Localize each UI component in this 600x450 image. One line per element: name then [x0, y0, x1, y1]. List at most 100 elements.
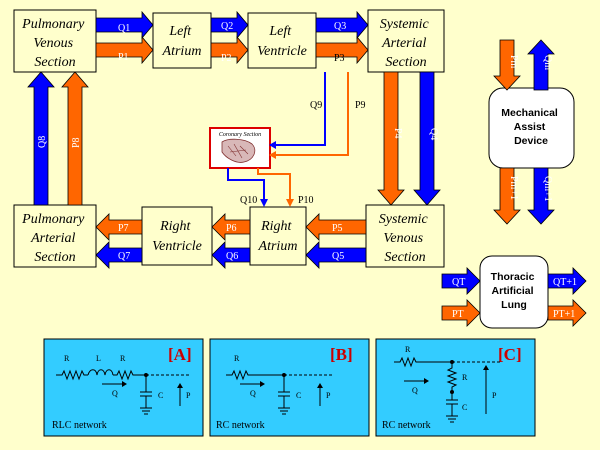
panel-c-q-label: Q	[412, 386, 418, 395]
pulmonary-arterial-box	[13, 204, 97, 268]
q9-line	[270, 72, 326, 146]
pulmonary-venous-box	[13, 9, 97, 73]
panel-a-resistor-1	[56, 369, 88, 381]
q7-label: Q7	[118, 251, 130, 262]
p1-arrow	[95, 35, 154, 65]
systemic-arterial-label: Systemic Arterial Section	[380, 17, 432, 70]
panel-b-r-label: R	[234, 354, 240, 363]
pm1-label: Pm+1	[508, 176, 519, 200]
panel-a-q-label: Q	[112, 389, 118, 398]
q5-label: Q5	[332, 251, 344, 262]
systemic-venous-box	[365, 204, 445, 268]
panel-b-c-label: C	[296, 391, 301, 400]
q8-label: Q8	[37, 136, 48, 148]
p6-label: P6	[226, 223, 237, 234]
right-atrium-box	[249, 206, 307, 266]
q10-label: Q10	[240, 195, 257, 206]
q2-label: Q2	[221, 21, 233, 32]
panel-c-background	[375, 338, 536, 437]
systemic-venous-label: Systemic Venous Section	[379, 212, 431, 265]
panel-b-title: RC network	[216, 420, 265, 431]
p2-arrow	[210, 35, 249, 65]
panel-a-resistor-2	[113, 369, 146, 381]
qm1-arrow	[527, 167, 555, 225]
q9-label: Q9	[310, 100, 322, 111]
p7-arrow	[95, 213, 143, 241]
coronary-section-label: Coronary Section	[219, 132, 261, 138]
p1-label: P1	[118, 52, 129, 63]
pulmonary-arterial-label: Pulmonary Arterial Section	[21, 212, 88, 265]
p5-arrow	[305, 213, 367, 241]
qt-label: QT	[452, 277, 465, 288]
p5-label: P5	[332, 223, 343, 234]
q10-line	[227, 168, 265, 200]
panel-a-tag: [A]	[168, 345, 192, 364]
panel-c-tag: [C]	[498, 345, 522, 364]
panel-c-r1-label: R	[405, 345, 411, 354]
p10-line	[257, 168, 291, 200]
qm-label: Qm	[542, 55, 553, 70]
right-ventricle-box	[141, 206, 213, 266]
panel-a-l-label: L	[96, 354, 101, 363]
q1-arrow	[95, 10, 154, 40]
pt1-arrow	[547, 299, 587, 327]
rc-network-panel-c: [C] RC network R R Q C P	[375, 338, 536, 437]
panel-a-title: RLC network	[52, 420, 107, 431]
rc-network-panel-b: [B] RC network R Q C P	[209, 338, 370, 437]
panel-b-tag: [B]	[330, 345, 353, 364]
p9-line	[270, 72, 349, 156]
panel-b-p-label: P	[326, 391, 331, 400]
panel-a-background	[43, 338, 204, 437]
p2-label: P2	[221, 53, 232, 64]
pm-arrow	[493, 39, 521, 91]
pm1-arrow	[493, 167, 521, 225]
artificial-lung-box	[479, 255, 549, 329]
panel-a-r1-label: R	[64, 354, 70, 363]
p10-arrowhead	[286, 199, 294, 207]
mechanical-assist-label: Mechanical Assist Device	[501, 107, 561, 147]
qt1-arrow	[547, 267, 587, 295]
p3-label: P3	[334, 53, 345, 64]
panel-a-inductor	[87, 369, 114, 376]
q3-arrow	[315, 10, 369, 40]
p4-arrow	[377, 71, 405, 206]
qm1-label: Qm+1	[542, 176, 553, 202]
right-atrium-label: Right Atrium	[258, 219, 298, 254]
panel-a-p-label: P	[186, 391, 191, 400]
q10-arrowhead	[260, 199, 268, 207]
panel-b-background	[209, 338, 370, 437]
systemic-arterial-box	[367, 9, 445, 73]
pt-label: PT	[452, 309, 464, 320]
panel-c-r2-label: R	[462, 373, 468, 382]
panel-c-title: RC network	[382, 420, 431, 431]
p8-arrow	[61, 71, 89, 206]
pm-label: Pm	[508, 55, 519, 69]
q3-label: Q3	[334, 21, 346, 32]
heart-illustration	[221, 138, 256, 163]
q2-arrow	[210, 10, 249, 40]
pt1-label: PT+1	[553, 309, 575, 320]
pt-arrow	[441, 299, 481, 327]
left-atrium-box	[152, 12, 212, 69]
panel-c-resistor-1	[394, 356, 452, 368]
panel-a-r2-label: R	[120, 354, 126, 363]
q7-arrow	[95, 241, 143, 269]
qm-arrow	[527, 39, 555, 91]
qt-arrow	[441, 267, 481, 295]
panel-a-c-label: C	[158, 391, 163, 400]
q8-arrow	[27, 71, 55, 206]
left-ventricle-label: Left Ventricle	[257, 24, 307, 59]
q4-label: Q4	[428, 128, 439, 140]
q9-arrowhead	[269, 141, 276, 149]
p3-arrow	[315, 35, 369, 65]
p8-label: P8	[71, 137, 82, 148]
q5-arrow	[305, 241, 367, 269]
panel-c-c-label: C	[462, 403, 467, 412]
rlc-network-panel: [A] RLC network R L R Q C P	[43, 338, 204, 437]
panel-c-p-label: P	[492, 391, 497, 400]
q4-arrow	[413, 71, 441, 206]
left-ventricle-box	[247, 12, 317, 69]
p9-label: P9	[355, 100, 366, 111]
